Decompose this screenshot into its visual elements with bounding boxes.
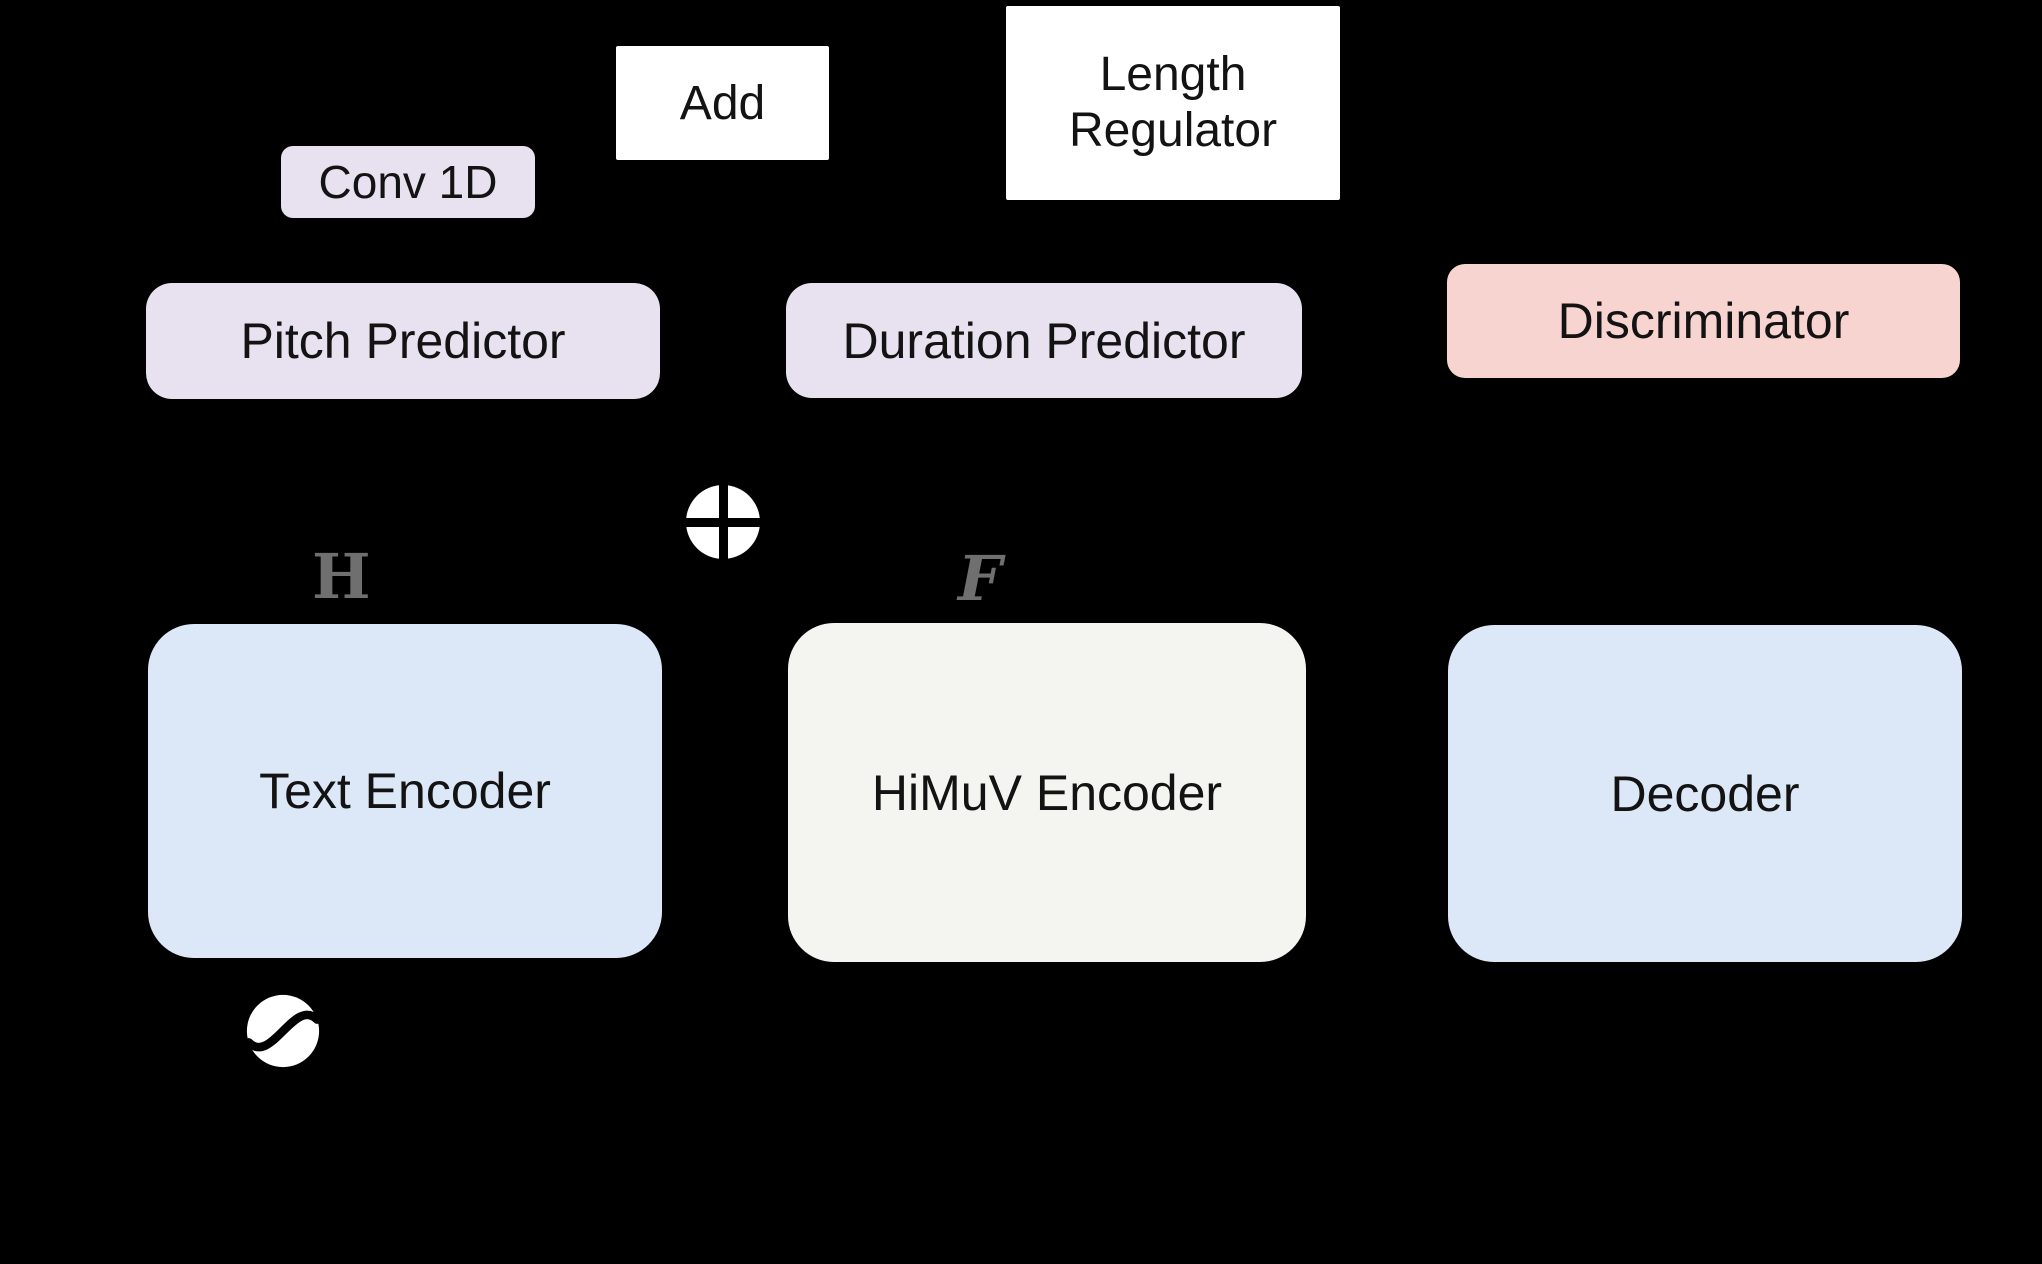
discriminator-node: Discriminator [1447, 264, 1960, 378]
hidden-feature-glyph: F [958, 542, 1003, 615]
himuv-encoder-label: HiMuV Encoder [871, 764, 1223, 821]
waveform-icon [245, 994, 321, 1068]
duration-predictor-node: Duration Predictor [786, 283, 1302, 398]
duration-predictor-label: Duration Predictor [842, 312, 1246, 369]
himuv-encoder-node: HiMuV Encoder [788, 623, 1306, 962]
add-node-label: Add [679, 76, 766, 130]
conv1d-node: Conv 1D [281, 146, 535, 218]
decoder-node: Decoder [1448, 625, 1962, 962]
discriminator-label: Discriminator [1557, 293, 1850, 349]
hidden-text-glyph: H [312, 540, 371, 613]
text-encoder-node: Text Encoder [148, 624, 662, 958]
plus-circle-horizontal-bar [678, 518, 768, 527]
pitch-predictor-label: Pitch Predictor [240, 313, 566, 369]
decoder-label: Decoder [1610, 765, 1800, 822]
length-regulator-label: Length Regulator [1068, 47, 1278, 157]
length-regulator-node: Length Regulator [1006, 6, 1340, 200]
add-node: Add [616, 46, 829, 160]
plus-circle-icon [678, 477, 768, 567]
pitch-predictor-node: Pitch Predictor [146, 283, 660, 399]
conv1d-label: Conv 1D [318, 156, 498, 208]
text-encoder-label: Text Encoder [259, 763, 551, 819]
